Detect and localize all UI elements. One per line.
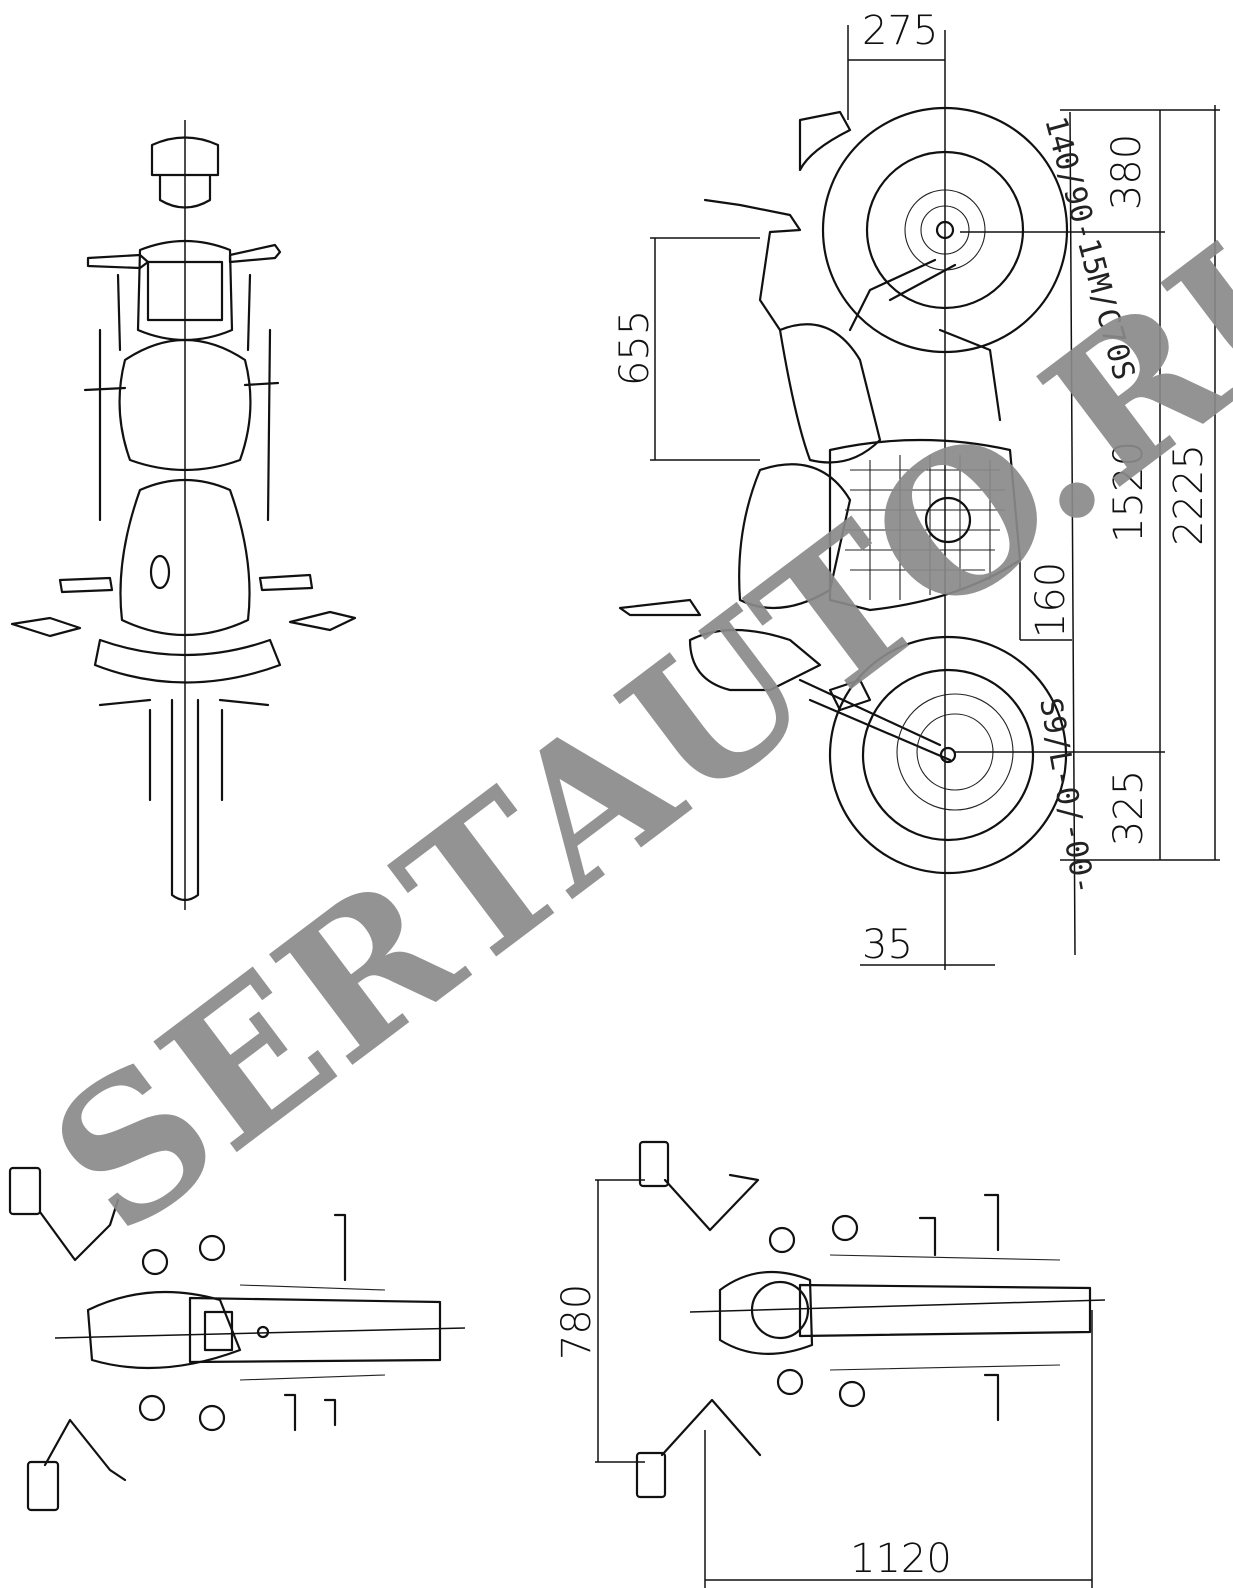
dim-front-overhang: 380 <box>1104 134 1150 210</box>
rear-tire-marking: S9/L-0/-00- <box>1032 695 1101 897</box>
dim-wheelbase: 1520 <box>1106 441 1152 543</box>
dim-handlebar-offset: 275 <box>862 8 938 54</box>
rear-view <box>635 1140 1106 1499</box>
dim-overall-width: 1120 <box>850 1536 952 1582</box>
dimension-lines <box>595 25 1220 1588</box>
dim-rear-overhang: 325 <box>1106 770 1152 846</box>
dim-overall-length: 2225 <box>1166 444 1212 546</box>
top-view <box>10 120 357 910</box>
dim-overall-height: 780 <box>554 1284 600 1360</box>
dim-seat-height: 655 <box>612 310 658 386</box>
dim-ground-clearance: 160 <box>1028 562 1074 638</box>
side-view <box>618 106 1069 875</box>
dim-trail-offset: 35 <box>862 922 913 968</box>
front-view <box>8 1166 466 1512</box>
